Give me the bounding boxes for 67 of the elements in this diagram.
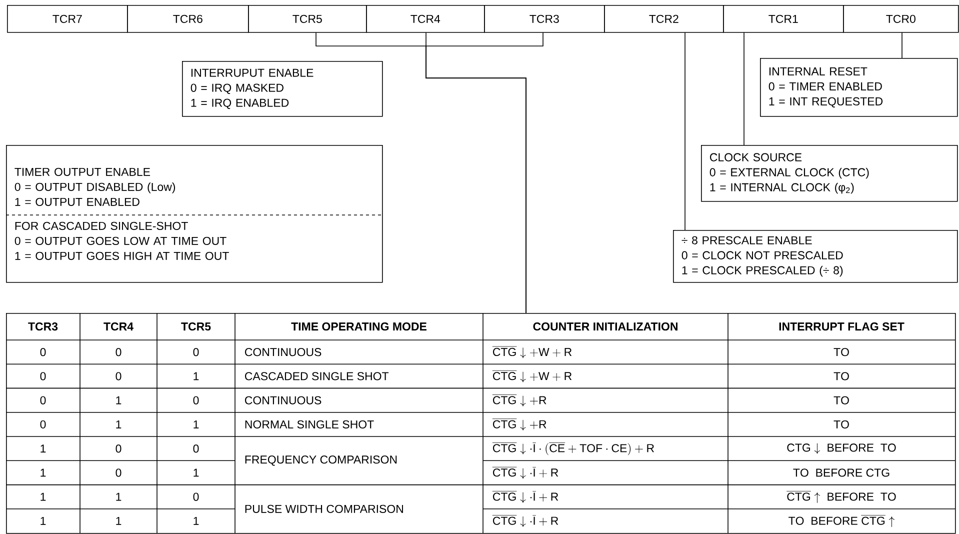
table-cell: 0 <box>116 444 122 453</box>
info-box: INTERNAL RESET 0 = TIMER ENABLED 1 = INT REQUESTED <box>760 58 958 117</box>
table-cell: 0 <box>193 492 199 501</box>
table-cell: 0 <box>193 444 199 453</box>
info-box: ÷ 8 PRESCALE ENABLE 0 = CLOCK NOT PRESCALED 1 = CLOCK PRESCALED (÷ 8) <box>673 230 958 283</box>
table-cell: 0 <box>40 420 46 428</box>
table-cell: 0 <box>116 468 122 477</box>
table-cell: $\overline{\mathsf{CTG}}\downarrow+\mathsf{R}$ <box>492 394 546 406</box>
table-cell: $\overline{\mathsf{CTG}}\downarrow+\mathsf{R}$ <box>492 418 546 431</box>
table-cell: NORMAL SINGLE SHOT <box>245 420 374 428</box>
table-cell: 1 <box>194 516 199 525</box>
table-cell: 1 <box>116 420 122 428</box>
register-cell: TCR1 <box>723 5 844 33</box>
register-cell: TCR7 <box>7 5 128 33</box>
table-cell: 1 <box>116 492 122 501</box>
table-cell: CONTINUOUS <box>244 396 322 404</box>
header-cell: TCR5 <box>181 322 211 331</box>
table-cell: 0 <box>40 348 46 356</box>
register-cell: TCR2 <box>604 5 724 33</box>
register-cell: TCR5 <box>248 5 367 33</box>
info-box: TIMER OUTPUT ENABLE 0 = OUTPUT DISABLED (Low) 1 = OUTPUT ENABLED FOR CASCADED SINGLE-SHOT 0 = OUTPUT GOES LOW AT TIME OUT 1 = OUTPUT GOES HIGH AT TIME OUT <box>6 145 383 283</box>
register-cell: TCR6 <box>127 5 249 33</box>
table-cell: 0 <box>193 396 199 404</box>
table-cell: $\overline{\mathsf{CTG}}\downarrow\cdot\overline{\mathsf{I}}\cdot(\overline{\mathsf{CE}}+\mathsf{TOF}\cdot\mathsf{CE})+\mathsf{R}$ <box>492 442 654 456</box>
table-cell: $\mathsf{CTG}\downarrow\ \mathsf{BEFORE\ \ TO}$ <box>787 443 896 454</box>
table-cell: 1 <box>40 516 46 525</box>
table-cell: $\mathsf{TO\ \ BEFORE\ CTG}$ <box>793 468 890 477</box>
table-cell: 1 <box>194 372 199 380</box>
table-cell: $\overline{\mathsf{CTG}}\uparrow\ \mathsf{BEFORE\ \ TO}$ <box>786 491 896 503</box>
table-cell: $\mathsf{TO\ \ BEFORE}\ \overline{\mathsf{CTG}}\uparrow$ <box>788 515 894 528</box>
register-cell: TCR3 <box>484 5 605 33</box>
table-cell: $\overline{\mathsf{CTG}}\downarrow\cdot\overline{\mathsf{I}}+\mathsf{R}$ <box>492 467 558 479</box>
table-cell: $\mathsf{TO}$ <box>834 420 849 428</box>
table-cell: 0 <box>40 372 46 380</box>
table-cell: $\overline{\mathsf{CTG}}\downarrow\cdot\overline{\mathsf{I}}+\mathsf{R}$ <box>492 491 558 503</box>
table-cell: 1 <box>194 468 199 477</box>
mode-table <box>6 313 956 534</box>
header-cell: TCR3 <box>28 322 58 331</box>
connector-line <box>684 32 686 230</box>
table-cell: $\mathsf{TO}$ <box>834 396 849 404</box>
info-box: CLOCK SOURCE 0 = EXTERNAL CLOCK (CTC) 1 = INTERNAL CLOCK (φ$_{2}$) <box>701 145 958 202</box>
table-cell: $\mathsf{TO}$ <box>834 372 849 380</box>
table-cell: 1 <box>116 396 122 404</box>
table-cell: CASCADED SINGLE SHOT <box>244 372 389 380</box>
table-cell: $\overline{\mathsf{CTG}}\downarrow\cdot\overline{\mathsf{I}}+\mathsf{R}$ <box>492 515 558 528</box>
table-cell: $\mathsf{TO}$ <box>834 348 849 356</box>
table-cell: 0 <box>193 348 199 356</box>
table-cell: $\overline{\mathsf{CTG}}\downarrow+\mathsf{W}+\mathsf{R}$ <box>492 346 572 358</box>
header-cell: INTERRUPT FLAG SET <box>779 322 904 331</box>
table-cell: 0 <box>116 372 122 380</box>
header-cell: COUNTER INITIALIZATION <box>533 322 678 331</box>
header-cell: TCR4 <box>104 322 134 331</box>
table-cell: FREQUENCY COMPARISON <box>245 456 397 466</box>
table-cell: 1 <box>40 444 46 453</box>
table-cell: CONTINUOUS <box>244 348 322 356</box>
table-cell: PULSE WIDTH COMPARISON <box>245 504 403 513</box>
table-cell: 0 <box>116 348 122 356</box>
table-cell: 1 <box>194 420 199 428</box>
table-cell: 0 <box>40 396 46 404</box>
table-cell: 1 <box>40 492 46 501</box>
table-cell: $\overline{\mathsf{CTG}}\downarrow+\mathsf{W}+\mathsf{R}$ <box>492 370 572 382</box>
register-cell: TCR0 <box>843 5 959 33</box>
register-cell: TCR4 <box>366 5 485 33</box>
table-cell: 1 <box>116 516 122 525</box>
header-cell: TIME OPERATING MODE <box>291 322 426 331</box>
info-box: INTERRUPUT ENABLE 0 = IRQ MASKED 1 = IRQ ENABLED <box>182 61 383 117</box>
table-cell: 1 <box>40 468 46 477</box>
